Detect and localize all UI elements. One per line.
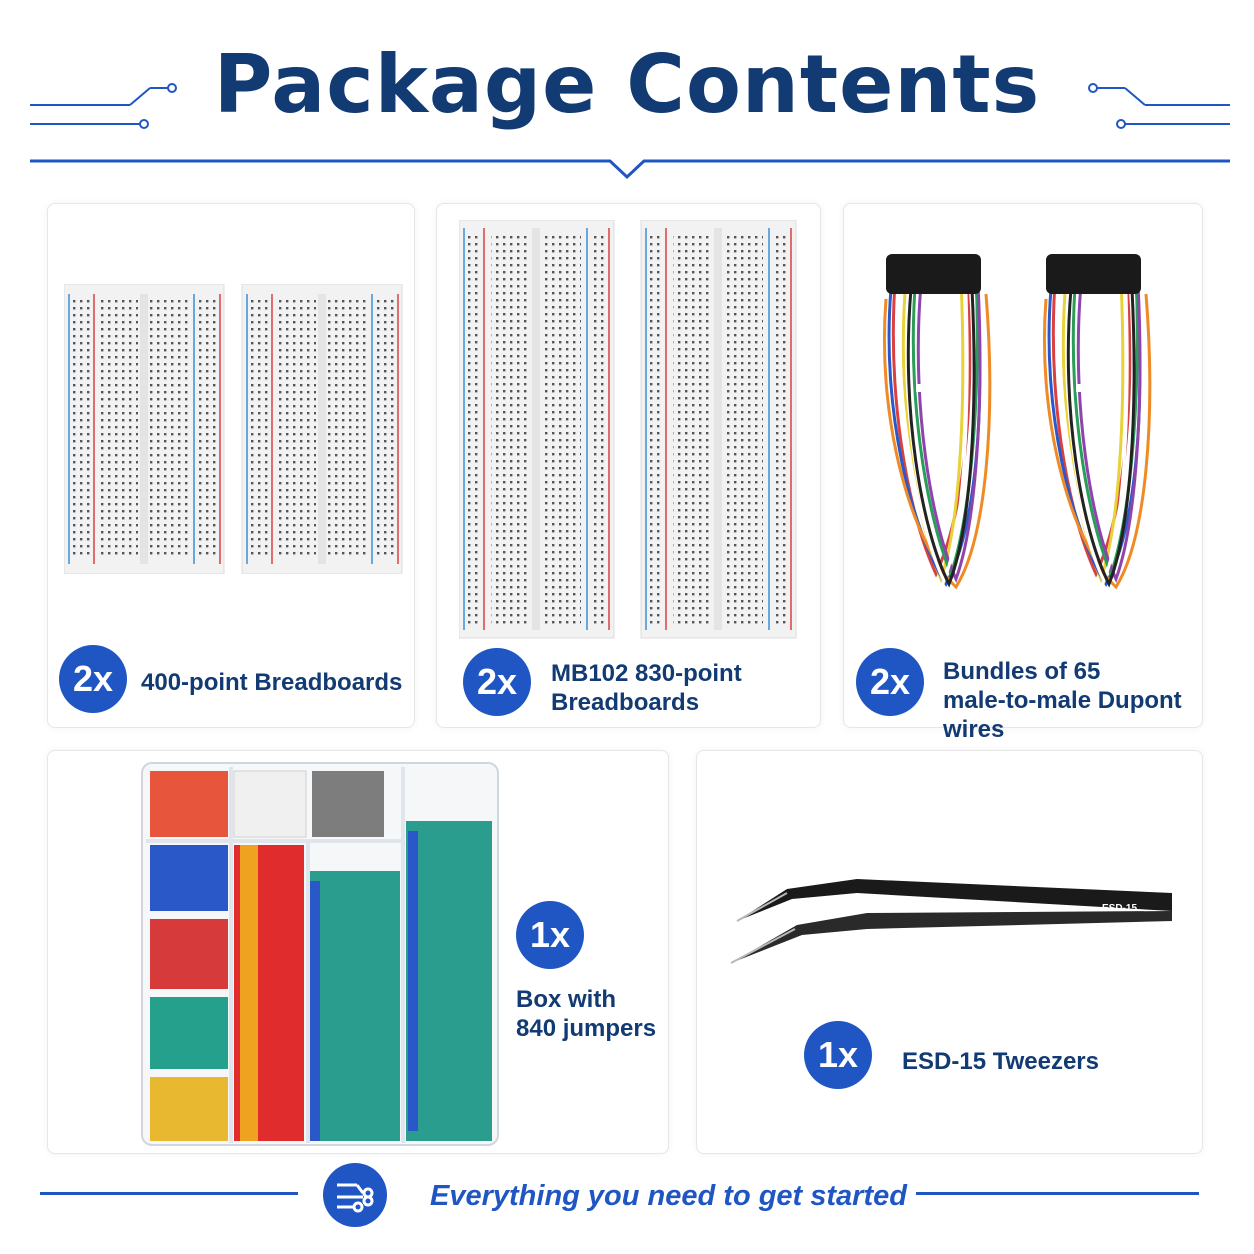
jumper-wire-box-image xyxy=(141,762,499,1146)
page-title: Package Contents xyxy=(213,38,1041,131)
item-label-line: 840 jumpers xyxy=(516,1015,657,1042)
quantity-badge: 2x xyxy=(59,645,127,713)
header-divider xyxy=(30,159,1230,180)
item-label: Bundles of 65 male-to-male Dupont wires xyxy=(943,657,1202,744)
item-label: Box with 840 jumpers xyxy=(516,985,656,1043)
card-dupont-wires: 2x Bundles of 65 male-to-male Dupont wir… xyxy=(843,203,1203,743)
breadboard-400-image xyxy=(64,284,403,574)
quantity-badge: 1x xyxy=(516,901,584,969)
breadboard-830-image xyxy=(459,220,797,639)
circuit-decoration-left xyxy=(30,83,177,129)
item-label-line: Breadboards xyxy=(551,689,700,716)
item-label: 400-point Breadboards xyxy=(141,668,402,697)
item-label-line: 400-point Breadboards xyxy=(141,669,403,696)
quantity-badge: 2x xyxy=(856,648,924,716)
card-tweezers: ESD-15 1x ESD-15 Tweezers xyxy=(696,750,1203,1154)
item-label-line: Box with xyxy=(516,986,616,1013)
tweezers-image: ESD-15 xyxy=(730,879,1172,964)
footer-divider-right xyxy=(916,1192,1199,1195)
card-400-point-breadboards: 2x 400-point Breadboards xyxy=(47,203,415,728)
quantity-badge: 1x xyxy=(804,1021,872,1089)
item-label: MB102 830-point Breadboards xyxy=(551,659,742,717)
dupont-wires-image xyxy=(882,254,1152,590)
item-label-line: Bundles of 65 xyxy=(943,658,1101,685)
item-label-line: male-to-male Dupont wires xyxy=(943,687,1182,743)
item-label: ESD-15 Tweezers xyxy=(902,1047,1099,1076)
footer-tagline: Everything you need to get started xyxy=(430,1180,907,1212)
card-830-point-breadboards: 2x MB102 830-point Breadboards xyxy=(436,203,821,728)
circuit-decoration-right xyxy=(1088,83,1230,129)
card-jumper-box: 1x Box with 840 jumpers xyxy=(47,750,669,1154)
footer-divider-left xyxy=(40,1192,298,1195)
item-label-line: MB102 830-point xyxy=(551,660,742,687)
tweezers-marking: ESD-15 xyxy=(1102,903,1137,914)
item-label-line: ESD-15 Tweezers xyxy=(902,1048,1099,1075)
circuit-icon xyxy=(323,1163,387,1227)
quantity-badge: 2x xyxy=(463,648,531,716)
